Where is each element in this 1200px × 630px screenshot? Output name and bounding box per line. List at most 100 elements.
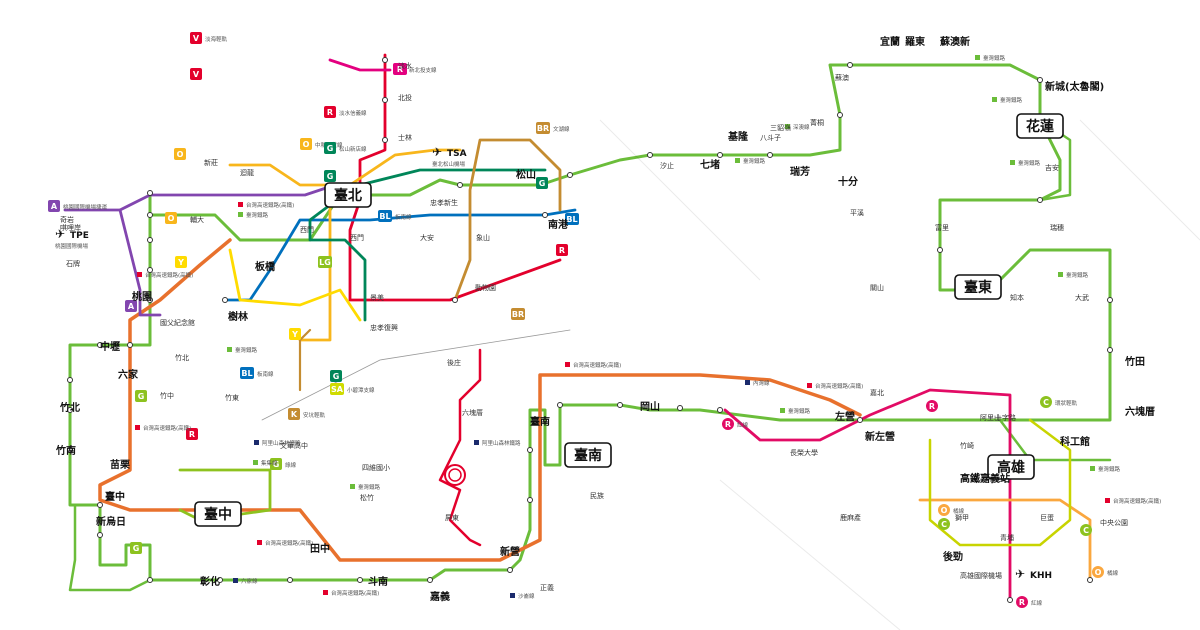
station-fengshan: 科工館: [1060, 435, 1090, 448]
badge-circular-lrt-2[interactable]: C: [938, 518, 950, 530]
hub-tainan[interactable]: 臺南: [564, 442, 612, 468]
airport-khh[interactable]: ✈ KHH 高雄國際機場: [960, 567, 1052, 581]
badge-k-red-2[interactable]: R: [926, 400, 938, 412]
station-haikeguan: 八斗子: [760, 134, 781, 142]
badge-bannan-2[interactable]: BL: [565, 213, 579, 225]
station-zhongzheng: 西門: [350, 234, 364, 242]
svg-text:Y: Y: [291, 330, 298, 339]
station-zoo: 動物園: [475, 283, 496, 292]
svg-text:阿里山森林鐵路: 阿里山森林鐵路: [262, 439, 301, 447]
station-dushipark: 長榮大學: [790, 448, 818, 457]
svg-text:A: A: [51, 202, 58, 211]
hub-kaohsiung[interactable]: 高雄: [987, 454, 1035, 480]
badge-zhonghe-2[interactable]: O: [174, 148, 186, 160]
svg-text:台灣高速鐵路(高鐵): 台灣高速鐵路(高鐵): [265, 539, 313, 547]
svg-text:G: G: [539, 179, 546, 188]
station-xiangshan: 象山: [476, 233, 490, 242]
station-taichung: 臺中: [105, 490, 125, 503]
badge-ankeng[interactable]: K 安坑輕軌: [288, 408, 326, 420]
hub-taipei[interactable]: 臺北: [324, 182, 372, 208]
badge-caption: 文湖線: [553, 125, 570, 133]
hub-taitung[interactable]: 臺東: [954, 274, 1002, 300]
badge-caption: 板南線: [395, 213, 412, 221]
badge-u[interactable]: G: [135, 390, 147, 402]
badge-wenhu[interactable]: BR 文湖線: [536, 122, 570, 134]
station-xincheng: 新城(太魯閣): [1045, 80, 1104, 93]
svg-text:G: G: [273, 460, 280, 469]
svg-text:Y: Y: [177, 258, 184, 267]
badge-danshui[interactable]: R 淡水信義線: [324, 106, 367, 118]
svg-text:BR: BR: [512, 310, 524, 319]
badge-circular-2[interactable]: Y: [289, 328, 301, 340]
station-caoya: 青埔: [1000, 533, 1014, 542]
station-shifen: 十分: [838, 175, 858, 188]
station-zhiben: 知本: [1010, 293, 1024, 302]
badge-circular-lrt[interactable]: C 環狀輕軌: [1040, 396, 1078, 408]
svg-text:臺灣鐵路: 臺灣鐵路: [235, 346, 258, 354]
station-luzhou: 新莊: [204, 158, 218, 167]
badge-danhai-pa[interactable]: R 新北投支線: [393, 63, 437, 75]
station-nangang: 南港: [548, 218, 569, 231]
badge-u-2[interactable]: G: [130, 542, 142, 554]
hub-hualien[interactable]: 花蓮: [1016, 113, 1064, 139]
badge-zhonghe-3[interactable]: O: [165, 212, 177, 224]
svg-text:台灣高速鐵路(高鐵): 台灣高速鐵路(高鐵): [331, 589, 379, 597]
station-arena: 十字路: [995, 413, 1016, 422]
airport-tpe[interactable]: ✈ TPE 桃園國際機場: [55, 227, 89, 250]
station-labels: 六家 竹北 竹南 苗栗 新烏日 臺中 彰化 田中 斗南 嘉義 新營 臺南 岡山 …: [55, 35, 1155, 603]
badge-v-2[interactable]: V: [190, 68, 202, 80]
station-miaoli: 苗栗: [110, 458, 130, 471]
watermark-lines: [599, 119, 1200, 630]
station-beitun: 文華高中: [280, 441, 308, 450]
badge-circular-lrt-3[interactable]: C: [1080, 524, 1092, 536]
station-zuoying: 左營: [834, 410, 855, 423]
station-weiwuying: 巨蛋: [1040, 513, 1054, 522]
badge-k-red-3[interactable]: R 紅線: [1016, 596, 1043, 608]
svg-text:O: O: [303, 140, 310, 149]
svg-text:集集線: 集集線: [261, 459, 278, 467]
badge-zhonghe[interactable]: O 中和新蘆線: [300, 138, 343, 150]
badge-songshan-4[interactable]: G: [330, 370, 342, 382]
station-zhuqi: 屏東: [445, 513, 459, 522]
badge-danshui-2[interactable]: R: [556, 244, 568, 256]
svg-text:內灣線: 內灣線: [753, 379, 770, 387]
badge-k-red[interactable]: R 紅線: [722, 418, 749, 430]
badge-xiaobitan[interactable]: SA 小碧潭支線: [330, 383, 375, 395]
badge-k-orange-2[interactable]: O 橘線: [1092, 566, 1119, 578]
svg-text:BR: BR: [537, 124, 549, 133]
station-taoyuan: 桃園: [132, 290, 152, 303]
badge-r-danshui[interactable]: R: [186, 428, 198, 440]
badge-circular[interactable]: Y: [175, 256, 187, 268]
station-daan: 大安: [420, 233, 434, 242]
badge-k-orange[interactable]: O 橘線: [938, 504, 965, 516]
svg-text:R: R: [189, 430, 195, 439]
badge-taichung-green[interactable]: G 綠線: [270, 458, 297, 470]
badge-caption: 環狀輕軌: [1055, 399, 1078, 407]
station-jingtong: 平溪: [850, 208, 864, 217]
badge-songshan-3[interactable]: G: [536, 177, 548, 189]
station-tainan: 臺南: [530, 415, 550, 428]
badge-caption: 淡水信義線: [339, 109, 367, 117]
badge-songshan[interactable]: G: [324, 170, 336, 182]
hub-taichung[interactable]: 臺中: [194, 501, 242, 527]
station-huilong: 輔大: [190, 215, 204, 224]
badge-airport[interactable]: A 桃園國際機場捷運: [48, 200, 108, 212]
line-badges: A 桃園國際機場捷運 A BR 文湖線 BR R 淡水信義線 R O 中和新: [48, 32, 1119, 608]
hub-label: 臺南: [574, 447, 602, 464]
badge-wenhu-2[interactable]: BR: [511, 308, 525, 320]
airport-tsa[interactable]: ✈ TSA 臺北松山機場: [432, 145, 467, 168]
svg-text:阿里山森林鐵路: 阿里山森林鐵路: [482, 439, 521, 447]
badge-bannan[interactable]: BL 板南線: [378, 210, 412, 222]
station-danshui: 淡水: [398, 61, 412, 70]
badge-caption: 淡海輕軌: [205, 35, 228, 43]
badge-songshan-2[interactable]: G 松山新店線: [324, 142, 367, 154]
badge-airport-2[interactable]: A: [125, 300, 137, 312]
station-laojiexi: 國父紀念館: [160, 318, 195, 327]
station-shuangxi: 菁桐: [810, 118, 824, 127]
badge-bannan-3[interactable]: BL 板南線: [240, 367, 274, 379]
svg-text:R: R: [1019, 598, 1025, 607]
airport-code: TSA: [447, 149, 467, 159]
badge-v-1[interactable]: V 淡海輕軌: [190, 32, 228, 44]
svg-text:G: G: [327, 144, 334, 153]
badge-lg[interactable]: LG: [318, 256, 332, 268]
